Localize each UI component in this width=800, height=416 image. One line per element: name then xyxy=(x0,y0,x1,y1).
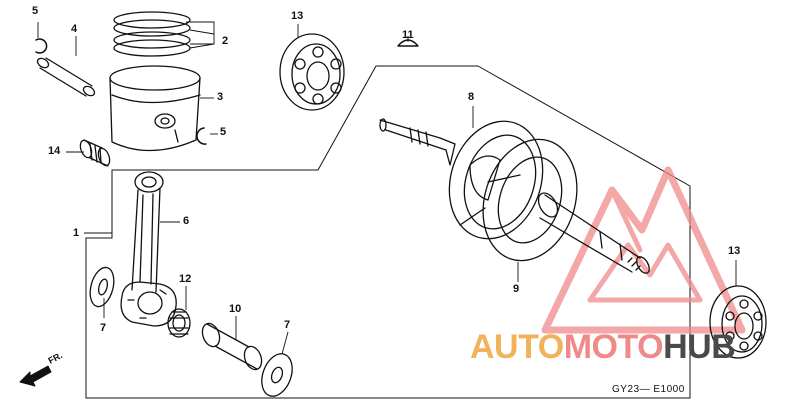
callout-11: 11 xyxy=(402,29,414,41)
connecting-rod xyxy=(120,171,177,327)
bearing-lower xyxy=(709,285,767,359)
callout-5-right: 5 xyxy=(220,126,227,138)
watermark-auto: AUTO xyxy=(470,328,564,366)
piston-pin xyxy=(36,57,96,97)
callout-10: 10 xyxy=(229,303,242,315)
callout-6: 6 xyxy=(183,215,190,227)
callout-14: 14 xyxy=(48,145,61,157)
callout-2: 2 xyxy=(222,35,229,47)
assembly-boundary xyxy=(85,65,691,399)
piston-pin-clip-left xyxy=(35,38,48,54)
watermark-hub: HUB xyxy=(663,328,736,366)
leader-lines xyxy=(37,21,737,355)
callout-7-right: 7 xyxy=(284,319,291,331)
callout-13-lower: 13 xyxy=(728,245,741,257)
piston-rings xyxy=(113,11,191,57)
callout-9: 9 xyxy=(513,283,520,295)
diagram-code: GY23— E1000 xyxy=(612,384,685,395)
watermark-text: AUTOMOTOHUB xyxy=(470,328,736,366)
front-arrow xyxy=(19,365,52,387)
callout-13-upper: 13 xyxy=(291,10,304,22)
callout-7-left: 7 xyxy=(100,322,107,334)
thrust-washer-right xyxy=(261,353,293,397)
woodruff-key xyxy=(397,39,419,47)
callout-3: 3 xyxy=(217,91,224,103)
crankshaft xyxy=(379,118,650,274)
watermark-moto: MOTO xyxy=(563,328,664,366)
callout-8: 8 xyxy=(468,91,475,103)
bearing-upper xyxy=(279,33,345,111)
piston xyxy=(109,65,201,152)
thrust-washer-left xyxy=(89,266,115,308)
callout-12: 12 xyxy=(179,273,192,285)
callout-5-left: 5 xyxy=(32,5,39,17)
big-end-bearing xyxy=(167,308,191,338)
piston-pin-clip-right xyxy=(196,127,207,145)
small-end-bearing xyxy=(79,139,111,167)
callout-1: 1 xyxy=(73,227,80,239)
crank-pin xyxy=(201,322,263,371)
callout-4: 4 xyxy=(71,23,78,35)
